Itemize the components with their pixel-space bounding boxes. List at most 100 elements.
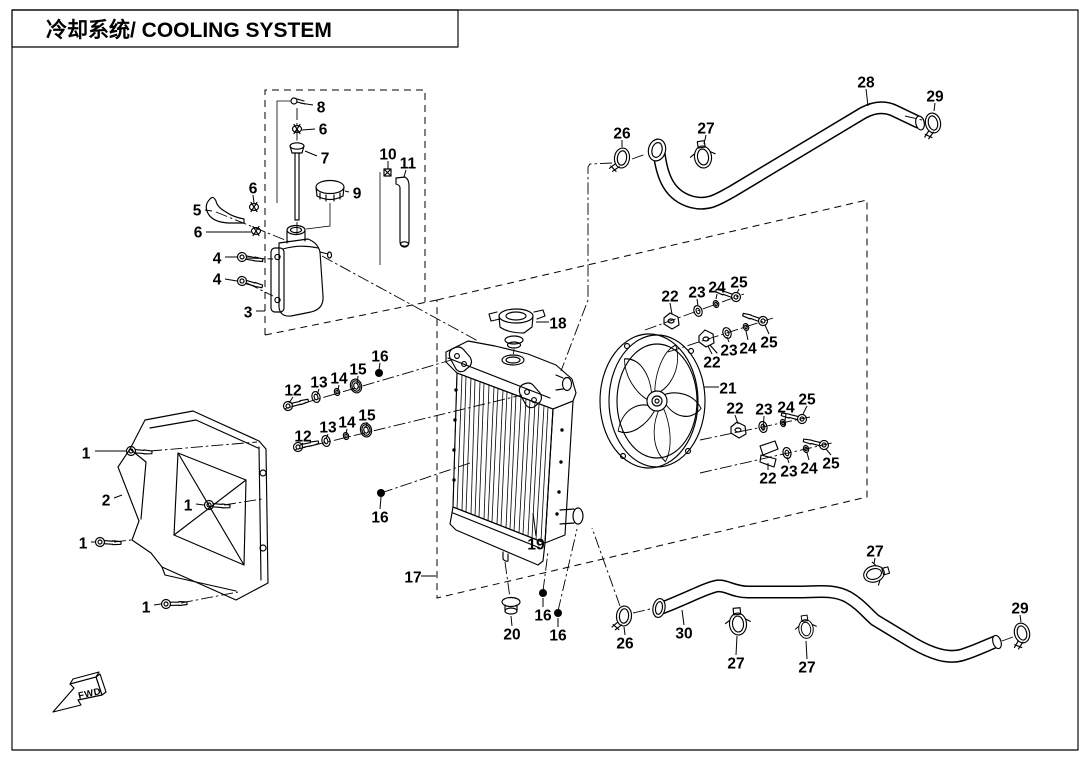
part-number-label: 27 [727, 656, 744, 673]
part-number-label: 6 [249, 181, 258, 198]
part-number-label: 13 [310, 375, 328, 392]
part-number-label: 30 [675, 626, 692, 643]
callout-leader-line [316, 388, 320, 396]
fwd-direction-arrow: FWD [52, 671, 107, 713]
callout-leader-line [365, 421, 368, 429]
part-number-label: 16 [549, 628, 567, 645]
callout-leader-line [252, 194, 255, 204]
shroud-bolt [160, 597, 188, 610]
upper-radiator-hose [560, 101, 944, 372]
hose-clamp-26 [611, 604, 633, 632]
coolant-reservoir-assembly [205, 97, 410, 317]
part-number-label: 20 [503, 627, 520, 644]
part-number-label: 14 [338, 415, 356, 432]
part-number-label: 14 [330, 371, 348, 388]
callout-leader-line [288, 396, 294, 404]
callout-leader-line [681, 609, 685, 626]
callout-leader-line [786, 456, 790, 464]
radiator-bottom-tank [449, 506, 546, 566]
callout-leader-line [298, 442, 304, 447]
hose-clamp-27 [793, 613, 819, 641]
part-number-label: 27 [866, 544, 883, 561]
callout-leader-line [696, 298, 699, 307]
fan-bracket [730, 421, 747, 439]
part-number-label: 26 [613, 126, 631, 143]
part-number-label: 22 [759, 471, 776, 488]
part-number-label: 11 [400, 156, 417, 173]
radiator [445, 308, 584, 617]
part-number-label: 27 [697, 121, 714, 138]
part-number-label: 24 [800, 461, 818, 478]
part-number-label: 29 [926, 89, 944, 106]
part-number-label: 6 [194, 225, 203, 242]
callout-leader-line [764, 324, 770, 335]
callout-leader-line [669, 302, 673, 315]
callout-leader-line [825, 448, 832, 456]
part-number-label: 1 [82, 446, 91, 463]
mount-cap-nut [539, 589, 547, 597]
fwd-label: FWD [77, 686, 102, 702]
callout-leader-line [299, 102, 314, 106]
radiator-cap [488, 308, 546, 358]
callout-leader-line [325, 433, 329, 440]
part-number-label: 1 [142, 600, 151, 617]
part-number-label: 23 [780, 464, 798, 481]
coolant-reservoir-tank [270, 224, 333, 317]
part-number-label: 16 [371, 349, 389, 366]
lower-radiator-hose [591, 527, 1034, 663]
part-number-label: 15 [358, 408, 376, 425]
part-number-label: 1 [79, 536, 88, 553]
part-number-label: 16 [534, 608, 552, 625]
callout-leader-line [762, 415, 765, 432]
callout-leader-line [726, 336, 730, 343]
part-number-label: 25 [798, 392, 816, 409]
callout-leader-line [532, 512, 537, 537]
part-number-label: 24 [739, 341, 757, 358]
callout-leader-line [703, 134, 707, 145]
hose-clamp-6a [291, 123, 303, 135]
callout-leader-line [224, 278, 238, 282]
reservoir-cap [305, 179, 345, 230]
part-number-label: 25 [760, 335, 778, 352]
fan-bracket-hardware [644, 285, 833, 474]
part-number-label: 6 [319, 122, 328, 139]
radiator-outlet [572, 507, 584, 525]
part-number-label: 24 [708, 280, 726, 297]
radiator-inlet [561, 376, 573, 392]
part-number-label: 22 [703, 355, 720, 372]
part-number-label: 15 [349, 362, 367, 379]
part-number-label: 28 [857, 75, 875, 92]
callout-leader-line [403, 169, 407, 178]
fan-shroud [94, 410, 269, 610]
callout-leader-line [707, 345, 713, 355]
hose-clamp-26 [608, 145, 632, 174]
page-title: 冷却系统/ COOLING SYSTEM [46, 18, 332, 42]
callout-leader-line [301, 128, 316, 131]
cooling-fan [599, 333, 706, 469]
callout-leader-line [865, 88, 869, 107]
radiator-mount-hardware [281, 357, 523, 497]
callout-leader-line [510, 615, 513, 627]
callout-leader-line [802, 405, 808, 415]
part-number-label: 4 [213, 272, 222, 289]
hose-clamp-27 [860, 558, 893, 589]
callout-leader-line [745, 330, 749, 341]
part-number-label: 16 [371, 510, 389, 527]
part-number-label: 21 [719, 381, 737, 398]
mount-cap-nut [554, 609, 562, 617]
mount-washer-small [332, 387, 342, 397]
part-number-label: 2 [102, 493, 111, 510]
callout-leader-line [873, 557, 876, 565]
part-number-label: 25 [730, 275, 748, 292]
hose-clamp-6b [248, 201, 260, 213]
reservoir-dipstick [289, 142, 305, 234]
part-number-label: 8 [317, 100, 326, 117]
fan-bracket [663, 312, 680, 330]
part-number-label: 23 [688, 285, 706, 302]
callout-leader-line [806, 452, 810, 461]
overflow-tube [379, 168, 410, 265]
radiator-fan-group-box [436, 199, 868, 599]
mount-washer [310, 390, 322, 404]
